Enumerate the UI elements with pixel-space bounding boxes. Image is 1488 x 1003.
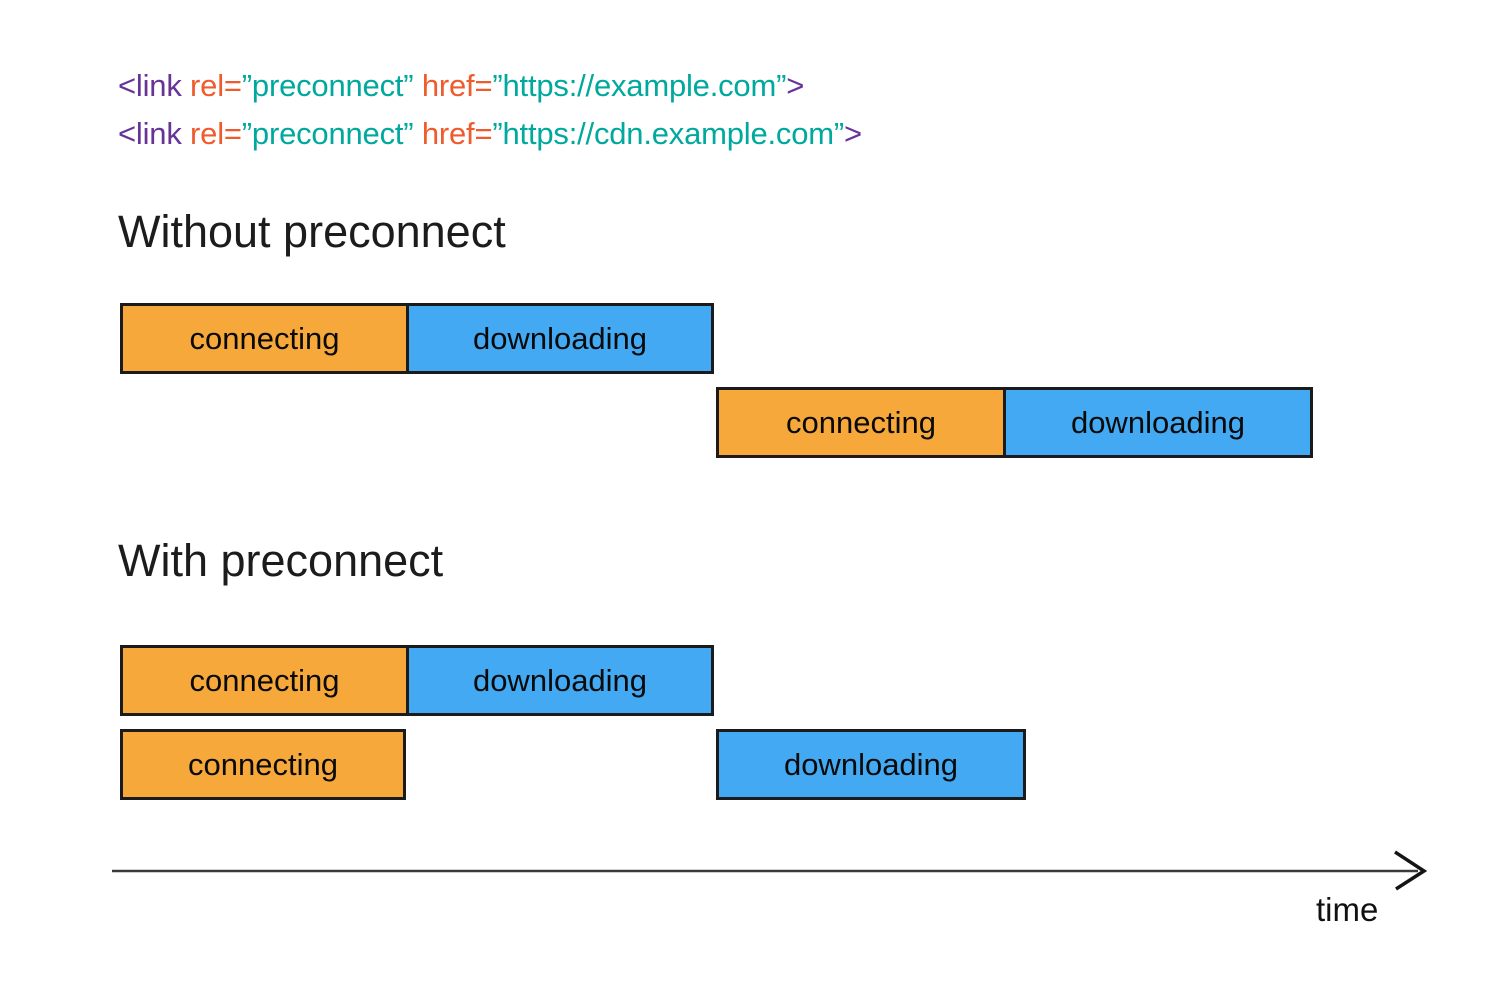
time-axis xyxy=(112,850,1428,891)
code-line-1: <link rel=”preconnect” href=”https://exa… xyxy=(118,62,862,110)
code-value-url: ”https://cdn.example.com” xyxy=(492,116,845,151)
code-attr-href: href= xyxy=(413,68,493,103)
code-snippet: <link rel=”preconnect” href=”https://exa… xyxy=(118,62,862,158)
code-tag-open: <link xyxy=(118,68,182,103)
code-value-preconnect: ”preconnect” xyxy=(241,68,414,103)
section-heading-without: Without preconnect xyxy=(118,206,506,257)
code-value-url: ”https://example.com” xyxy=(492,68,787,103)
code-attr-rel: rel= xyxy=(181,68,242,103)
time-axis-label: time xyxy=(1316,891,1379,928)
segment-label: downloading xyxy=(472,662,648,698)
segment-label: downloading xyxy=(1070,404,1246,440)
timeline-bar-with-request-1: connecting downloading xyxy=(120,645,714,716)
code-tag-close: > xyxy=(786,68,805,103)
connecting-segment: connecting xyxy=(123,306,406,371)
connecting-segment: connecting xyxy=(719,390,1003,455)
downloading-segment: downloading xyxy=(406,306,711,371)
code-attr-href: href= xyxy=(413,116,493,151)
connecting-segment: connecting xyxy=(123,732,403,797)
section-heading-with: With preconnect xyxy=(118,535,444,586)
timeline-bar-without-request-2: connecting downloading xyxy=(716,387,1313,458)
code-tag-open: <link xyxy=(118,116,182,151)
segment-label: connecting xyxy=(189,320,340,356)
time-axis-arrow-icon xyxy=(1394,850,1428,891)
downloading-segment: downloading xyxy=(406,648,711,713)
segment-label: connecting xyxy=(189,662,340,698)
downloading-segment: downloading xyxy=(719,732,1023,797)
timeline-bar-with-request-2-connecting: connecting xyxy=(120,729,406,800)
code-tag-close: > xyxy=(844,116,862,151)
code-value-preconnect: ”preconnect” xyxy=(241,116,414,151)
timeline-bar-without-request-1: connecting downloading xyxy=(120,303,714,374)
connecting-segment: connecting xyxy=(123,648,406,713)
timeline-bar-with-request-2-downloading: downloading xyxy=(716,729,1026,800)
code-line-2: <link rel=”preconnect” href=”https://cdn… xyxy=(118,110,862,158)
segment-label: downloading xyxy=(783,746,959,782)
segment-label: downloading xyxy=(472,320,648,356)
code-attr-rel: rel= xyxy=(181,116,242,151)
downloading-segment: downloading xyxy=(1003,390,1310,455)
segment-label: connecting xyxy=(188,746,338,782)
segment-label: connecting xyxy=(786,404,936,440)
